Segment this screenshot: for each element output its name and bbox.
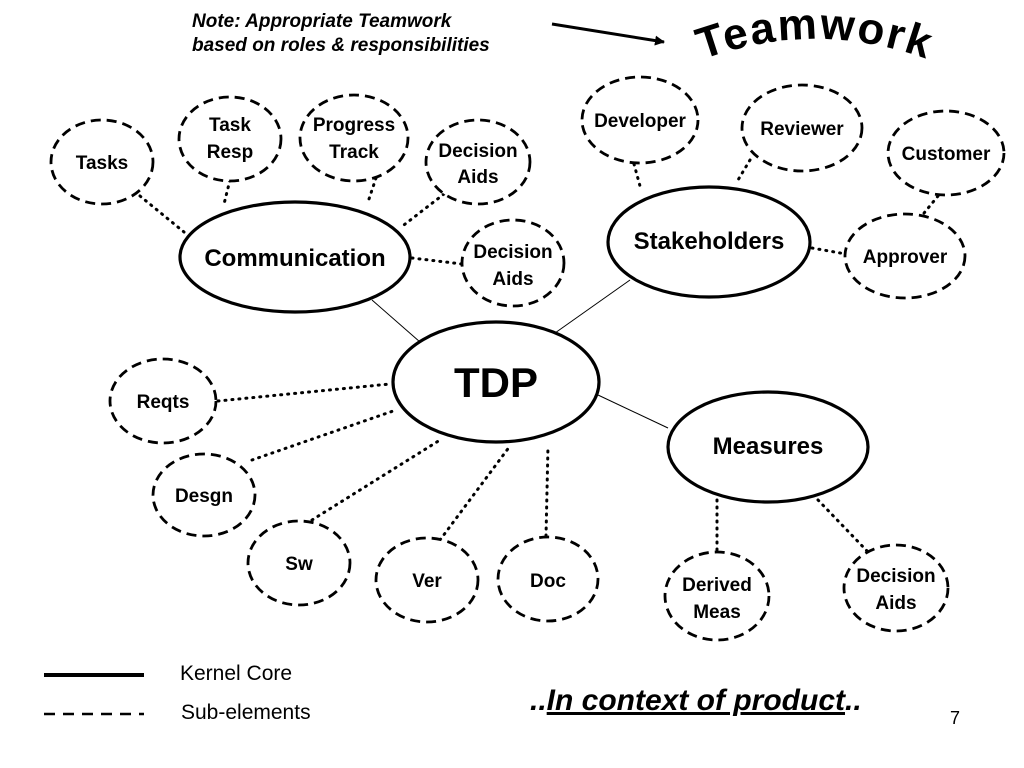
sub-label: Customer xyxy=(902,144,991,165)
sub-label: Ver xyxy=(412,571,442,592)
decision-aids-measures-link xyxy=(816,498,870,554)
sw-link xyxy=(310,438,442,522)
approver-link xyxy=(810,246,848,256)
sub-node-progress-track: Progress Track xyxy=(298,93,410,183)
tdp-label: TDP xyxy=(454,359,538,406)
sub-node-derived-meas: Derived Meas xyxy=(663,550,771,642)
sub-label: Decision xyxy=(438,141,517,162)
tdp-stakeholders-link xyxy=(554,279,631,334)
sub-label: Aids xyxy=(492,269,533,290)
sub-label: Decision xyxy=(473,242,552,263)
ver-link xyxy=(438,444,512,542)
doc-link xyxy=(544,444,550,538)
sub-label: Desgn xyxy=(175,486,233,507)
sub-node-task-resp: Task Resp xyxy=(177,95,283,183)
note-line-1: Note: Appropriate Teamwork xyxy=(192,11,452,32)
tdp-communication-link xyxy=(371,299,421,343)
sub-label: Sw xyxy=(285,554,313,575)
tasks-link xyxy=(138,194,186,234)
sub-label: Reqts xyxy=(137,392,190,413)
sub-label: Doc xyxy=(530,571,566,592)
note-line-2: based on roles & responsibilities xyxy=(192,35,490,56)
communication-label: Communication xyxy=(204,245,385,272)
legend-kernel-core: Kernel Core xyxy=(180,662,293,685)
developer-link xyxy=(632,162,642,188)
decision-aids-mid-link xyxy=(410,256,464,266)
sub-node-sw: Sw xyxy=(246,519,352,607)
sub-node-decision-aids-mid: Decision Aids xyxy=(460,218,566,308)
sub-label: Progress xyxy=(313,115,395,136)
sub-label: Decision xyxy=(856,566,935,587)
sub-label: Aids xyxy=(875,593,916,614)
legend-sub-elements: Sub-elements xyxy=(181,701,311,724)
stakeholders-label: Stakeholders xyxy=(634,228,785,255)
sub-label: Aids xyxy=(457,167,498,188)
sub-label: Derived xyxy=(682,575,752,596)
teamwork-note: Note: Appropriate Teamwork based on role… xyxy=(192,10,572,58)
sub-label: Approver xyxy=(863,247,948,268)
tdp-measures-link xyxy=(597,394,669,429)
sub-node-developer: Developer xyxy=(580,75,700,165)
sub-label: Meas xyxy=(693,602,741,623)
sub-label: Resp xyxy=(207,142,253,163)
measures-label: Measures xyxy=(713,433,824,460)
connectors xyxy=(138,22,940,554)
reqts-link xyxy=(216,382,392,403)
sub-label: Task xyxy=(209,115,251,136)
sub-node-decision-aids-measures: Decision Aids xyxy=(842,543,950,633)
stakeholders-node: Stakeholders xyxy=(606,185,812,299)
sub-node-reqts: Reqts xyxy=(108,357,218,445)
sub-node-decision-aids-top: Decision Aids xyxy=(424,118,532,206)
sub-label: Tasks xyxy=(76,153,128,174)
sub-node-ver: Ver xyxy=(374,536,480,624)
page-number: 7 xyxy=(950,708,961,728)
decision-aids-top-link xyxy=(398,192,446,230)
context-prefix: .. xyxy=(530,684,547,717)
reviewer-link xyxy=(736,158,752,182)
sub-label: Reviewer xyxy=(760,119,844,140)
context-caption: ..In context of product.. xyxy=(530,684,862,718)
sub-node-reviewer: Reviewer xyxy=(740,83,864,173)
sub-node-doc: Doc xyxy=(496,535,600,623)
sub-label: Track xyxy=(329,142,379,163)
note-arrow xyxy=(551,22,665,46)
context-suffix: .. xyxy=(845,684,862,717)
sub-node-approver: Approver xyxy=(843,212,967,300)
tdp-node: TDP xyxy=(391,320,601,444)
progress-track-link xyxy=(366,176,378,204)
customer-link xyxy=(918,194,940,220)
sub-node-desgn: Desgn xyxy=(151,452,257,538)
sub-label: Developer xyxy=(594,111,686,132)
measures-node: Measures xyxy=(666,390,870,504)
sub-node-tasks: Tasks xyxy=(49,118,155,206)
task-resp-link xyxy=(222,178,232,206)
communication-node: Communication xyxy=(178,200,412,314)
context-underlined: In context of product xyxy=(546,684,845,717)
teamwork-title: Teamwork xyxy=(690,0,940,69)
desgn-link xyxy=(250,408,398,462)
sub-node-customer: Customer xyxy=(886,109,1006,197)
